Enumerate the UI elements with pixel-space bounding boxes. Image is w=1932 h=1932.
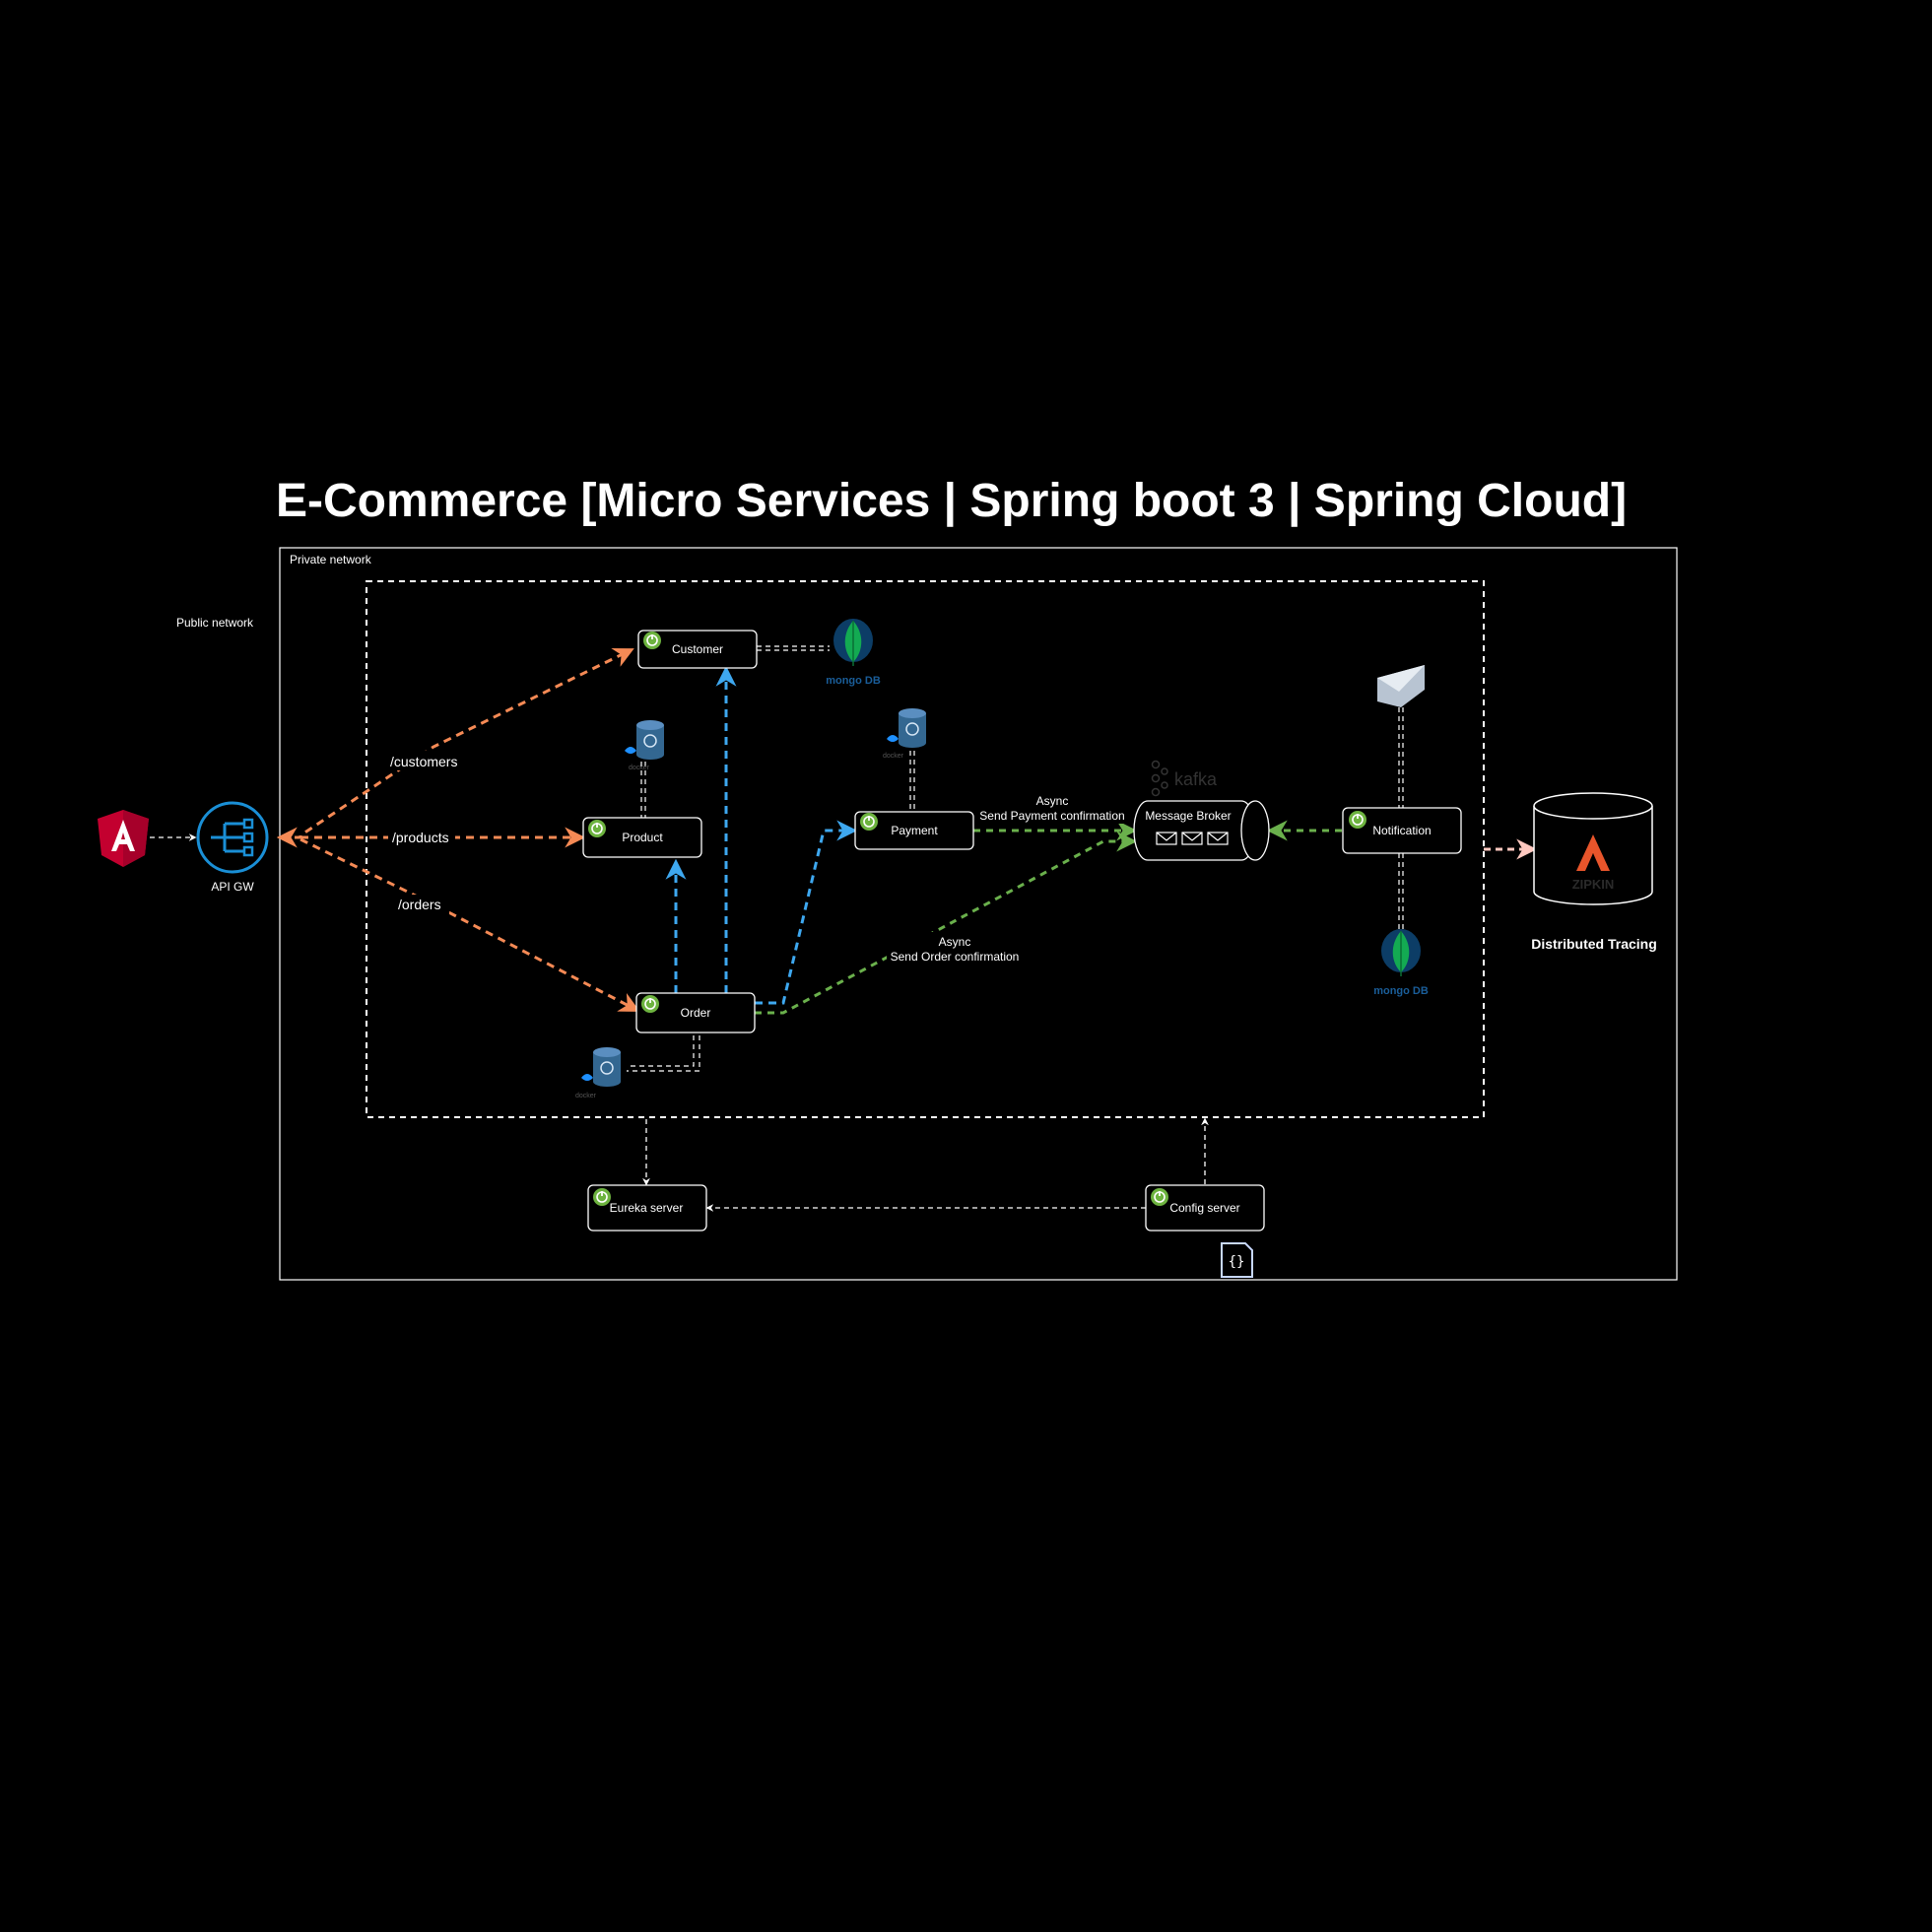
private-network-label: Private network (290, 553, 372, 566)
payment-docker-label: docker (883, 753, 904, 760)
kafka-logo-icon (1151, 760, 1168, 797)
async-payment-label-2: Send Payment confirmation (979, 809, 1124, 823)
order-docker-label: docker (575, 1093, 597, 1099)
notification-mongodb-icon: mongo DB (1373, 929, 1429, 997)
order-postgres-icon: docker (575, 1046, 622, 1099)
page-title: E-Commerce [Micro Services | Spring boot… (276, 475, 1627, 527)
notification-email-edge (1398, 707, 1404, 808)
order-to-payment-edge (755, 820, 858, 1005)
customer-mongodb-label: mongo DB (826, 675, 881, 687)
async-order-label-1: Async (939, 935, 971, 949)
zipkin-logo-icon (1576, 834, 1610, 871)
service-product-label: Product (622, 831, 663, 844)
zipkin-logo-text: ZIPKIN (1572, 877, 1615, 892)
services-boundary (366, 580, 1485, 1118)
api-gateway-icon (196, 801, 269, 874)
service-payment[interactable]: Payment (854, 811, 974, 850)
payment-db-edge (909, 751, 915, 812)
route-orders-label: /orders (398, 897, 441, 912)
email-icon (1377, 665, 1425, 707)
route-customers-edge (276, 647, 634, 848)
route-products-label: /products (392, 830, 449, 845)
service-notification-label: Notification (1372, 824, 1431, 837)
message-broker-label: Message Broker (1145, 809, 1231, 823)
config-file-glyph: {} (1229, 1254, 1245, 1270)
kafka-logo-text: kafka (1174, 769, 1218, 789)
distributed-tracing-label: Distributed Tracing (1531, 936, 1657, 952)
service-customer[interactable]: Customer (637, 630, 758, 669)
async-payment-label-1: Async (1036, 794, 1069, 808)
order-db-edge (627, 1035, 700, 1072)
api-gateway-label: API GW (211, 880, 254, 894)
service-order-label: Order (681, 1006, 711, 1020)
notification-db-edge (1398, 853, 1404, 930)
route-customers-label: /customers (390, 754, 457, 769)
message-broker[interactable]: Message Broker (1133, 800, 1270, 861)
notification-mongodb-label: mongo DB (1373, 985, 1429, 997)
service-config-label: Config server (1169, 1201, 1239, 1215)
service-customer-label: Customer (672, 642, 723, 656)
config-file-icon: {} (1221, 1242, 1253, 1278)
order-to-broker-edge (755, 831, 1138, 1015)
route-orders-edge (300, 837, 640, 1012)
service-config[interactable]: Config server (1145, 1184, 1265, 1232)
service-product[interactable]: Product (582, 817, 702, 858)
service-order[interactable]: Order (635, 992, 756, 1033)
service-notification[interactable]: Notification (1342, 807, 1462, 854)
product-docker-label: docker (629, 765, 650, 771)
service-eureka[interactable]: Eureka server (587, 1184, 707, 1232)
async-order-label-2: Send Order confirmation (891, 950, 1020, 964)
zipkin-tracing[interactable]: ZIPKIN (1533, 792, 1653, 905)
public-network-label: Public network (176, 616, 254, 630)
product-db-edge (640, 762, 646, 818)
customer-mongodb-icon: mongo DB (826, 619, 881, 687)
service-eureka-label: Eureka server (610, 1201, 684, 1215)
product-postgres-icon: docker (624, 719, 665, 771)
customer-db-edge (757, 645, 830, 651)
service-payment-label: Payment (891, 824, 938, 837)
payment-postgres-icon: docker (883, 707, 927, 760)
angular-icon (98, 810, 149, 867)
private-network-zone (279, 547, 1678, 1281)
